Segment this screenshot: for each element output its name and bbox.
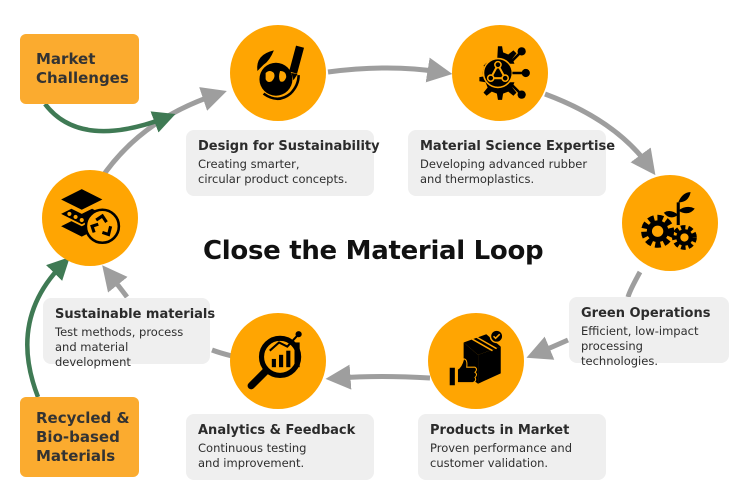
gears-sprout-icon (641, 192, 697, 250)
arrow-operations-card-to-products (526, 336, 570, 360)
stage-description: Test methods, process and material devel… (55, 325, 184, 369)
arrow-science-to-operations (544, 91, 656, 176)
card-material-science: Material Science Expertise Developing ad… (408, 130, 616, 196)
layers-recycle-icon (61, 189, 121, 245)
card-analytics-feedback: Analytics & Feedback Continuous testing … (186, 414, 374, 480)
arrow-products-to-analytics (325, 364, 431, 390)
arrow-card-to-materials (102, 265, 129, 299)
stage-description: Proven performance and customer validati… (430, 441, 573, 470)
node-material-science (452, 25, 548, 121)
stage-title: Sustainable materials (55, 307, 216, 322)
globe-leaf-pencil-icon (257, 45, 305, 101)
arrow-materials-to-design (97, 87, 227, 182)
card-design-for-sustainability: Design for Sustainability Creating smart… (186, 130, 380, 196)
node-products-in-market (428, 313, 524, 409)
arrow-design-to-science (327, 57, 453, 83)
arrow-operations-to-products (625, 270, 643, 298)
node-design-for-sustainability (230, 25, 326, 121)
gear-molecule-icon (479, 46, 530, 100)
card-green-operations: Green Operations Efficient, low-impact p… (569, 297, 729, 368)
arrow-analytics-to-card (211, 347, 233, 359)
node-sustainable-materials (42, 170, 138, 266)
arrow-recycled-to-materials (25, 256, 70, 398)
stage-title: Green Operations (581, 306, 711, 321)
box-thumbs-up-icon (448, 329, 504, 387)
node-analytics-feedback (230, 313, 326, 409)
diagram-title: Close the Material Loop (203, 236, 544, 266)
stage-description: Continuous testing and improvement. (198, 441, 307, 470)
stage-title: Material Science Expertise (420, 139, 616, 154)
stage-title: Analytics & Feedback (198, 423, 356, 438)
card-sustainable-materials: Sustainable materials Test methods, proc… (43, 298, 216, 369)
stage-description: Efficient, low-impact processing technol… (581, 324, 699, 368)
input-recycled-materials: Recycled & Bio-based Materials (20, 397, 139, 477)
node-green-operations (622, 175, 718, 271)
arrow-market-to-design (43, 102, 176, 134)
stage-description: Developing advanced rubber and thermopla… (420, 157, 588, 186)
input-market-challenges: Market Challenges (20, 34, 139, 104)
card-products-in-market: Products in Market Proven performance an… (418, 414, 606, 480)
stage-title: Design for Sustainability (198, 139, 380, 154)
magnifier-chart-icon (247, 331, 302, 390)
stage-title: Products in Market (430, 423, 570, 438)
stage-description: Creating smarter, circular product conce… (198, 157, 348, 186)
